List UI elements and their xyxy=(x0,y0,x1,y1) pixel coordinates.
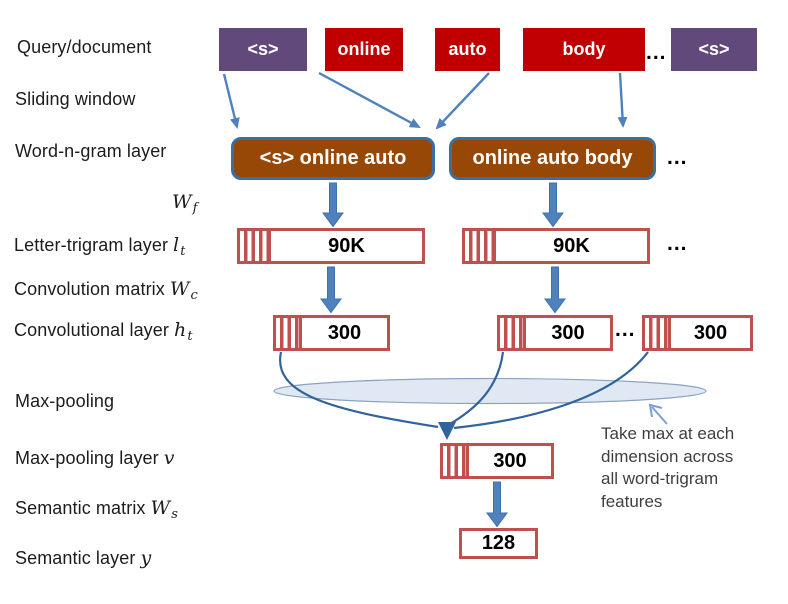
trigram-vector-1: 90K xyxy=(237,228,425,264)
ngram-row-ellipsis: ... xyxy=(667,146,688,169)
arrow-auto-to-ngram xyxy=(435,72,490,130)
annotation-arrowhead xyxy=(648,403,663,418)
arrow-ngram2-to-90k xyxy=(542,182,564,228)
label-word-ngram-layer: Word-n-gram layer xyxy=(15,141,167,161)
conv-vector-1-value: 300 xyxy=(327,321,362,344)
token-end-symbol: <s> xyxy=(671,28,757,71)
token-body: body xyxy=(523,28,645,71)
trigram-vector-2-value: 90K xyxy=(553,234,590,257)
label-query-document: Query/document xyxy=(17,37,152,57)
label-wf-matrix: Wf xyxy=(172,191,198,216)
pool-vector-value: 300 xyxy=(493,449,527,472)
conv-vector-3-value: 300 xyxy=(693,321,728,344)
arrow-online-to-ngram xyxy=(318,71,421,129)
curve-conv2-to-pool xyxy=(449,351,505,425)
arrow-pool-to-semantic xyxy=(486,481,508,528)
arrow-90k2-to-conv2 xyxy=(544,266,566,314)
token-start-symbol: <s> xyxy=(219,28,307,71)
trigram-row-ellipsis: ... xyxy=(667,232,688,255)
pool-converge-arrowhead xyxy=(438,422,456,440)
arrow-body-to-ngram2 xyxy=(617,72,628,128)
stripe-pattern xyxy=(645,318,671,348)
curve-conv3-to-pool xyxy=(453,351,649,430)
curve-conv1-to-pool xyxy=(278,351,439,429)
pool-vector: 300 xyxy=(440,443,554,479)
arrow-s-to-ngram1 xyxy=(222,73,240,129)
max-pooling-annotation: Take max at each dimension across all wo… xyxy=(601,424,735,511)
max-pooling-ellipse xyxy=(273,377,707,405)
arrow-ngram1-to-90k xyxy=(322,182,344,228)
conv-row-ellipsis: ... xyxy=(615,318,636,341)
conv-vector-1: 300 xyxy=(273,315,390,351)
label-sliding-window: Sliding window xyxy=(15,89,136,109)
token-row-ellipsis: ... xyxy=(646,41,667,64)
conv-vector-3: 300 xyxy=(642,315,753,351)
trigram-vector-1-value: 90K xyxy=(328,234,365,257)
stripe-pattern xyxy=(240,231,271,261)
annotation-arrow xyxy=(651,406,668,425)
stripe-pattern xyxy=(276,318,302,348)
ngram-box-1: <s> online auto xyxy=(231,137,435,180)
conv-vector-2-value: 300 xyxy=(551,321,585,344)
token-online: online xyxy=(325,28,403,71)
ngram-box-2: online auto body xyxy=(449,137,656,180)
token-auto: auto xyxy=(435,28,500,71)
stripe-pattern xyxy=(465,231,496,261)
stripe-pattern xyxy=(443,446,469,476)
trigram-vector-2: 90K xyxy=(462,228,650,264)
arrow-90k1-to-conv1 xyxy=(320,266,342,314)
label-max-pooling: Max-pooling xyxy=(15,391,115,411)
conv-vector-2: 300 xyxy=(497,315,613,351)
stripe-pattern xyxy=(500,318,526,348)
semantic-vector: 128 xyxy=(459,528,538,559)
